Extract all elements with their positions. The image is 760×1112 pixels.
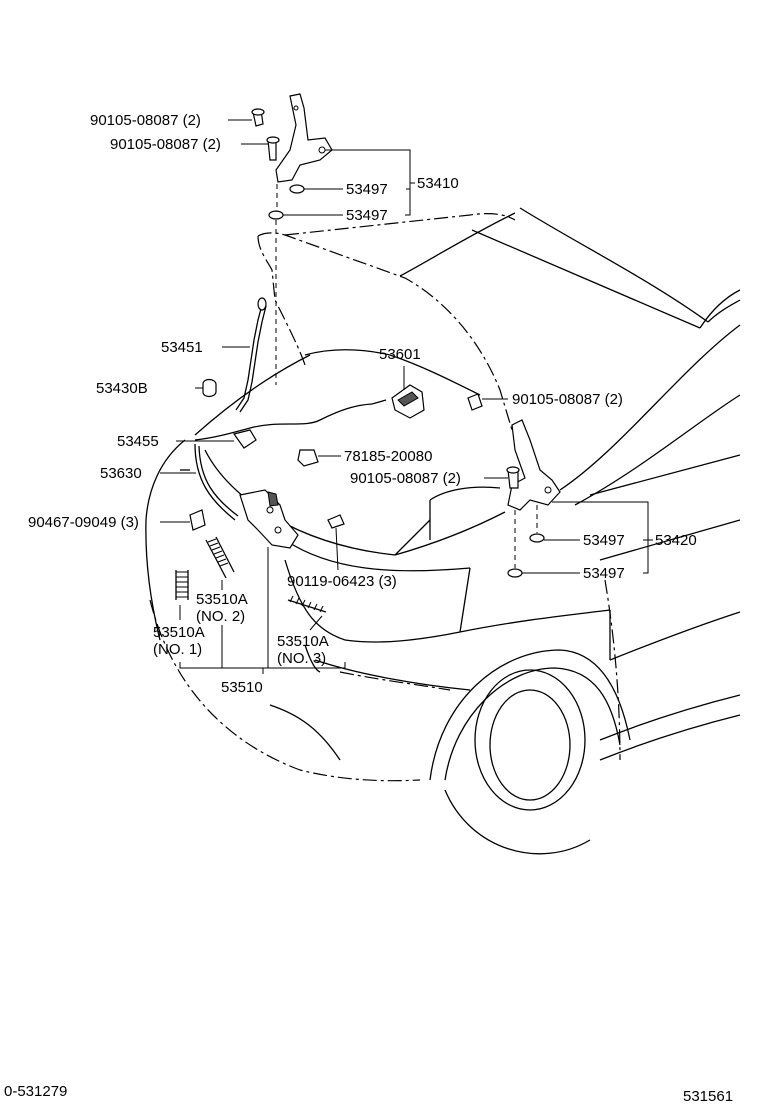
- label-washer-right-1: 53497: [583, 532, 625, 549]
- label-bolt-hinge-right-1: 90105-08087 (2): [512, 391, 623, 408]
- footer-right-code: 531561: [683, 1088, 733, 1105]
- hood-hinge-rh: [467, 393, 561, 578]
- label-holder: 53455: [117, 433, 159, 450]
- label-bolt-hinge-upper-2: 90105-08087 (2): [110, 136, 221, 153]
- label-support-rod: 53451: [161, 339, 203, 356]
- bolt-icon: [189, 509, 206, 531]
- label-spring-no3-num: (NO. 3): [277, 650, 326, 667]
- spring-no1-icon: [175, 570, 189, 600]
- holder-icon: [232, 429, 257, 449]
- release-cable: [194, 399, 387, 521]
- washer-icon: [507, 568, 523, 578]
- label-bolt-hinge-right-2: 90105-08087 (2): [350, 470, 461, 487]
- spring-no3-icon: [287, 595, 327, 613]
- footer-left-code: 0-531279: [4, 1083, 67, 1100]
- label-spring-no1-part: 53510A: [153, 624, 205, 641]
- label-spring-no2-part: 53510A: [196, 591, 248, 608]
- washer-icon: [268, 210, 284, 220]
- label-washer-upper-2: 53497: [346, 207, 388, 224]
- hood-lock-assembly: [239, 489, 299, 549]
- spring-no2-icon: [205, 536, 235, 579]
- part-labels: 90105-08087 (2) 90105-08087 (2) 53497 53…: [28, 112, 697, 696]
- label-spring-no2-num: (NO. 2): [196, 608, 245, 625]
- bolt-icon: [506, 466, 520, 489]
- label-bolt-lock: 90119-06423 (3): [287, 573, 397, 590]
- leader-lines: [160, 119, 653, 674]
- washer-icon: [529, 533, 545, 543]
- label-clamp: 78185-20080: [344, 448, 432, 465]
- cushion-icon: [202, 378, 217, 398]
- bolt-icon: [467, 393, 483, 411]
- label-release-lever: 53601: [379, 346, 421, 363]
- label-washer-upper-1: 53497: [346, 181, 388, 198]
- label-washer-right-2: 53497: [583, 565, 625, 582]
- car-body-outline: [145, 207, 741, 855]
- label-hinge-lh-assy: 53410: [417, 175, 459, 192]
- label-cable: 53630: [100, 465, 142, 482]
- washer-icon: [289, 184, 305, 194]
- label-bolt-hinge-upper-1: 90105-08087 (2): [90, 112, 201, 129]
- bolt-icon: [251, 108, 265, 127]
- hood-support-rod: [235, 297, 267, 413]
- clamp-icon: [297, 449, 319, 467]
- label-bolt-front: 90467-09049 (3): [28, 514, 139, 531]
- label-spring-no1-num: (NO. 1): [153, 641, 202, 658]
- bolt-icon: [266, 136, 280, 161]
- label-spring-no3-part: 53510A: [277, 633, 329, 650]
- hood-hinge-lh: [251, 93, 333, 220]
- label-cushion: 53430B: [96, 380, 148, 397]
- bolt-icon: [327, 514, 345, 529]
- label-hinge-rh-assy: 53420: [655, 532, 697, 549]
- label-lock-assy: 53510: [221, 679, 263, 696]
- release-lever-icon: [391, 384, 425, 419]
